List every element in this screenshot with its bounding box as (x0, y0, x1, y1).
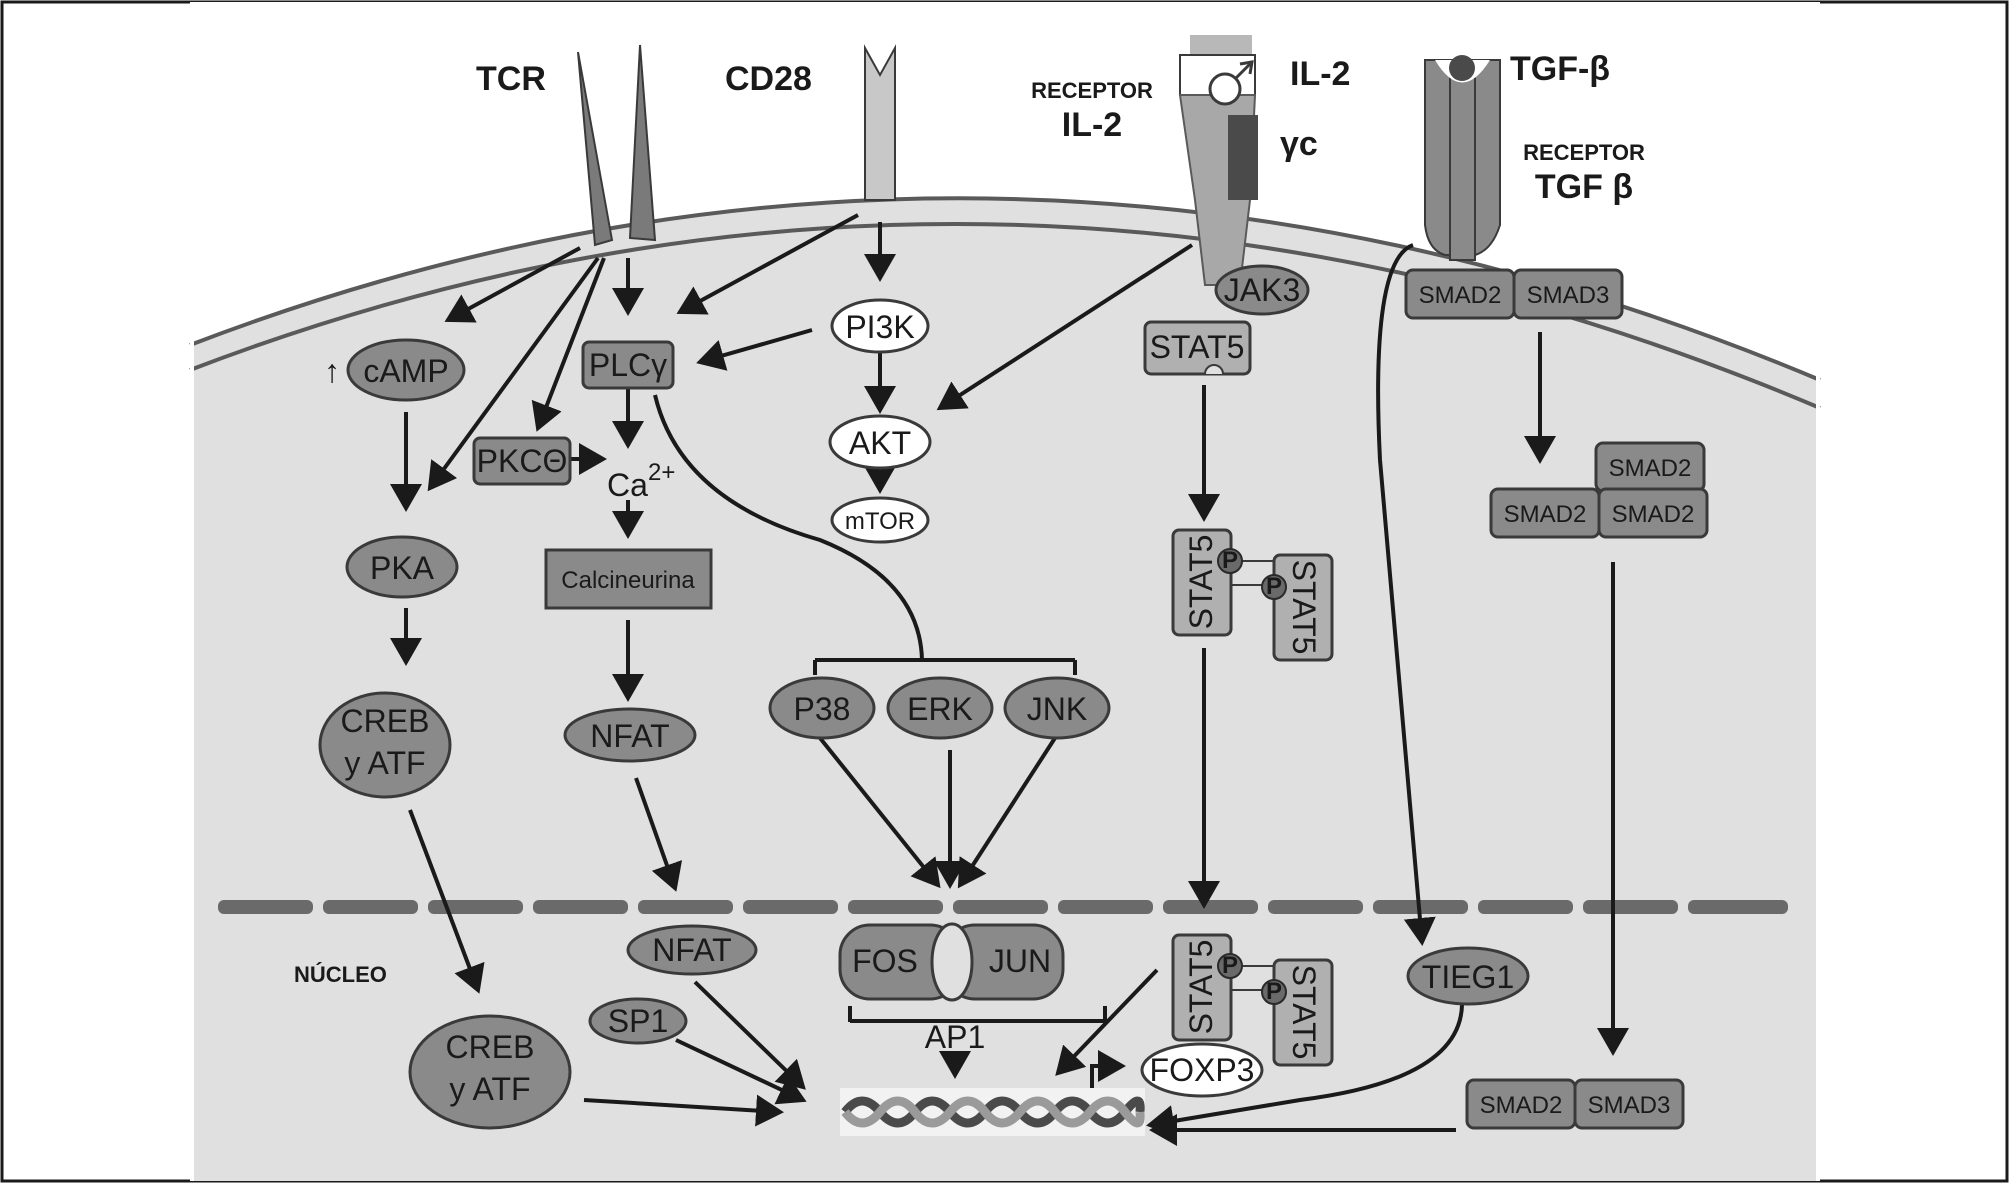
svg-text:SMAD3: SMAD3 (1527, 282, 1610, 309)
creb-atf-cytoplasm-node: CREB y ATF (318, 691, 452, 799)
svg-text:SMAD2: SMAD2 (1480, 1092, 1563, 1119)
svg-text:Calcineurina: Calcineurina (561, 567, 695, 594)
svg-text:FOXP3: FOXP3 (1150, 1052, 1255, 1088)
akt-node: AKT (828, 414, 932, 470)
pi3k-node: PI3K (830, 298, 930, 354)
smad2-trimer: SMAD2 SMAD2 SMAD2 (1489, 441, 1709, 539)
il2-receptor-label: RECEPTOR (1031, 78, 1153, 103)
svg-text:PKCΘ: PKCΘ (477, 443, 568, 479)
svg-text:FOS: FOS (852, 943, 918, 979)
ap1-complex: FOS JUN (838, 922, 1065, 1002)
svg-text:P: P (1222, 547, 1238, 574)
pathway-arrows (390, 213, 1629, 1146)
pka-node: PKA (345, 535, 459, 599)
tcr-label: TCR (476, 60, 546, 98)
svg-text:STAT5: STAT5 (1150, 329, 1245, 365)
svg-text:NFAT: NFAT (652, 932, 731, 968)
pkc-theta-node: PKCΘ (472, 436, 572, 486)
dna-helix (840, 1088, 1145, 1136)
foxp3-node: FOXP3 (1140, 1042, 1264, 1098)
nucleus-label: NÚCLEO (294, 962, 387, 987)
nfat-nucleus-node: NFAT (626, 924, 758, 976)
tgfb-receptor-label: RECEPTOR (1523, 140, 1645, 165)
stat5-dimer-cytoplasm: STAT5 STAT5 P P (1171, 528, 1334, 662)
svg-text:ERK: ERK (907, 691, 973, 727)
cd28-label: CD28 (725, 60, 812, 98)
il2-receptor (1178, 35, 1258, 286)
svg-text:SMAD2: SMAD2 (1612, 501, 1695, 528)
svg-text:P: P (1266, 978, 1282, 1005)
svg-text:CREB: CREB (446, 1029, 535, 1065)
jnk-node: JNK (1003, 676, 1111, 740)
creb-atf-nucleus-node: CREB y ATF (408, 1014, 572, 1130)
calcium-label: Ca 2+ (607, 459, 675, 503)
nuclear-membrane (218, 900, 1788, 914)
svg-text:NFAT: NFAT (590, 718, 669, 754)
svg-text:2+: 2+ (648, 459, 675, 486)
erk-node: ERK (886, 676, 994, 740)
svg-text:SMAD3: SMAD3 (1588, 1092, 1671, 1119)
svg-text:SMAD2: SMAD2 (1609, 455, 1692, 482)
svg-text:mTOR: mTOR (845, 508, 915, 535)
svg-text:STAT5: STAT5 (1183, 940, 1219, 1035)
tgfb-receptor-label-2: TGF β (1535, 168, 1633, 206)
svg-text:SP1: SP1 (608, 1003, 668, 1039)
il2-label: IL-2 (1290, 55, 1350, 93)
mtor-node: mTOR (830, 496, 930, 544)
calcineurina-node: Calcineurina (544, 548, 713, 610)
svg-text:JAK3: JAK3 (1224, 272, 1300, 308)
svg-text:SMAD2: SMAD2 (1504, 501, 1587, 528)
tcr-receptor-right (628, 44, 657, 242)
svg-text:PLCγ: PLCγ (589, 347, 667, 383)
stat5-node: STAT5 (1143, 320, 1252, 376)
svg-text:STAT5: STAT5 (1286, 560, 1322, 655)
svg-text:Ca: Ca (607, 467, 648, 503)
svg-text:SMAD2: SMAD2 (1419, 282, 1502, 309)
nfat-cytoplasm-node: NFAT (563, 707, 697, 763)
svg-text:PKA: PKA (370, 550, 435, 586)
smad2-smad3-membrane: SMAD2 SMAD3 (1404, 268, 1624, 320)
svg-text:y ATF: y ATF (449, 1071, 530, 1107)
svg-text:JUN: JUN (989, 943, 1051, 979)
svg-text:P: P (1266, 573, 1282, 600)
svg-text:cAMP: cAMP (363, 353, 448, 389)
svg-text:STAT5: STAT5 (1286, 965, 1322, 1060)
svg-text:CREB: CREB (341, 703, 430, 739)
sp1-node: SP1 (588, 997, 688, 1045)
svg-text:P: P (1222, 952, 1238, 979)
smad2-smad3-nucleus: SMAD2 SMAD3 (1465, 1078, 1685, 1130)
stat5-dimer-nucleus: STAT5 STAT5 P P (1171, 933, 1334, 1067)
tgfb-ligand (1449, 55, 1475, 81)
camp-up-arrow: ↑ (324, 353, 340, 389)
svg-text:PI3K: PI3K (845, 309, 914, 345)
svg-text:P38: P38 (794, 691, 851, 727)
tgfb-receptor (1424, 55, 1501, 261)
tieg1-node: TIEG1 (1406, 946, 1530, 1006)
ap1-label: AP1 (925, 1019, 985, 1055)
svg-text:y ATF: y ATF (344, 745, 425, 781)
cd28-receptor (864, 44, 896, 201)
p38-node: P38 (768, 676, 876, 740)
camp-node: ↑ cAMP (324, 338, 466, 402)
svg-text:STAT5: STAT5 (1183, 535, 1219, 630)
svg-text:TIEG1: TIEG1 (1422, 959, 1514, 995)
plcg-node: PLCγ (581, 340, 675, 390)
tgfb-label: TGF-β (1510, 50, 1610, 88)
gamma-c-label: γc (1280, 125, 1318, 163)
il2-receptor-label-2: IL-2 (1062, 106, 1122, 144)
svg-text:JNK: JNK (1027, 691, 1087, 727)
tcr-receptor-left (577, 51, 614, 247)
svg-text:AKT: AKT (849, 425, 911, 461)
jak3-node: JAK3 (1214, 264, 1310, 316)
